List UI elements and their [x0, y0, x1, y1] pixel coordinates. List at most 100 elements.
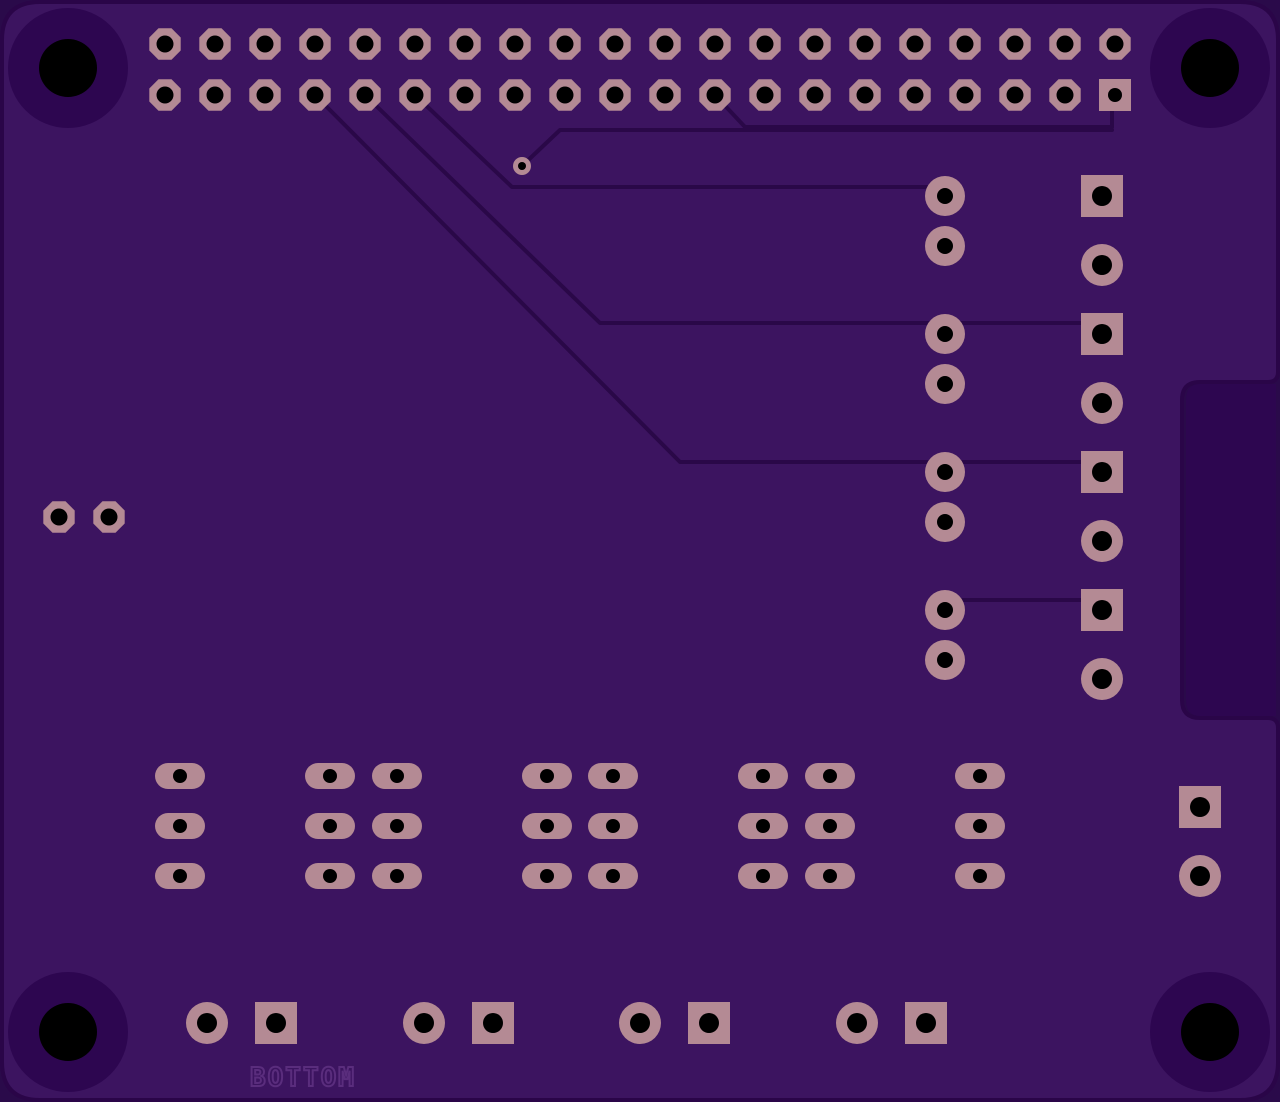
header-pin-bottom-3-drill — [256, 86, 274, 104]
mounting-holes — [8, 8, 1270, 1092]
terminal-b-pad-square-7-drill — [1092, 600, 1112, 620]
terminal-a-pad-8-drill — [937, 652, 953, 668]
oval-pad-c4-r2-drill — [540, 819, 554, 833]
header-pin-top-18-drill — [1006, 35, 1024, 53]
trace-gpio-a — [313, 93, 947, 464]
header-pin-bottom-17-drill — [956, 86, 974, 104]
bottom-connector-4-pad-square-drill — [916, 1013, 936, 1033]
header-pin-top-13-drill — [756, 35, 774, 53]
header-pin-top-15-drill — [856, 35, 874, 53]
mounting-hole-top-right — [1181, 39, 1239, 97]
oval-pad-c8-r2-drill — [973, 819, 987, 833]
layer-label: BOTTOM — [250, 1063, 356, 1093]
terminal-a-pad-2-drill — [937, 238, 953, 254]
header-pin-bottom-18-drill — [1006, 86, 1024, 104]
copper-traces — [313, 93, 1114, 602]
header-pin-top-17-drill — [956, 35, 974, 53]
mounting-hole-top-left — [39, 39, 97, 97]
terminal-b-pad-2-drill — [1092, 255, 1112, 275]
terminal-b-pad-square-1-drill — [1092, 186, 1112, 206]
header-pin-bottom-13-drill — [756, 86, 774, 104]
oval-pad-c1-r2-drill — [173, 819, 187, 833]
header-pin-top-12-drill — [706, 35, 724, 53]
oval-pad-c8-r3-drill — [973, 869, 987, 883]
terminal-b-pad-6-drill — [1092, 531, 1112, 551]
header-pin-top-4-drill — [306, 35, 324, 53]
header-pin-bottom-12-drill — [706, 86, 724, 104]
left-jumper-pad-1-drill — [50, 508, 68, 526]
header-pin-bottom-9-drill — [556, 86, 574, 104]
bottom-connector-3-pad-round-drill — [630, 1013, 650, 1033]
board-cutout-region — [1186, 384, 1276, 716]
oval-pad-c5-r3-drill — [606, 869, 620, 883]
header-pin-top-20-drill — [1106, 35, 1124, 53]
header-pin-bottom-6-drill — [406, 86, 424, 104]
terminal-a-pad-7-drill — [937, 602, 953, 618]
trace-gpio-c — [413, 93, 947, 189]
terminal-b-pad-square-3-drill — [1092, 324, 1112, 344]
header-pin-top-9-drill — [556, 35, 574, 53]
header-pin-top-11-drill — [656, 35, 674, 53]
header-pin-bottom-15-drill — [856, 86, 874, 104]
oval-pad-c6-r3-drill — [756, 869, 770, 883]
bottom-connector-2-pad-square-drill — [483, 1013, 503, 1033]
header-pin-top-3-drill — [256, 35, 274, 53]
oval-pad-c3-r2-drill — [390, 819, 404, 833]
header-pin-bottom-8-drill — [506, 86, 524, 104]
header-pin-top-19-drill — [1056, 35, 1074, 53]
via — [513, 157, 531, 175]
header-pin-top-8-drill — [506, 35, 524, 53]
mounting-hole-bottom-right — [1181, 1003, 1239, 1061]
copper-pads — [43, 28, 1221, 1044]
header-pin-bottom-5-drill — [356, 86, 374, 104]
header-pin-top-14-drill — [806, 35, 824, 53]
terminal-b-pad-square-5-drill — [1092, 462, 1112, 482]
left-jumper-pad-2-drill — [100, 508, 118, 526]
header-pin-top-10-drill — [606, 35, 624, 53]
terminal-a-pad-5-drill — [937, 464, 953, 480]
oval-pad-c3-r1-drill — [390, 769, 404, 783]
oval-pad-c7-r1-drill — [823, 769, 837, 783]
terminal-a-pad-1-drill — [937, 188, 953, 204]
header-pin-top-5-drill — [356, 35, 374, 53]
terminal-a-pad-3-drill — [937, 326, 953, 342]
header-pin-bottom-14-drill — [806, 86, 824, 104]
mounting-hole-bottom-left — [39, 1003, 97, 1061]
oval-pad-c2-r3-drill — [323, 869, 337, 883]
header-pin-top-7-drill — [456, 35, 474, 53]
oval-pad-c7-r3-drill — [823, 869, 837, 883]
oval-pad-c2-r1-drill — [323, 769, 337, 783]
header-pin-bottom-7-drill — [456, 86, 474, 104]
terminal-b-pad-4-drill — [1092, 393, 1112, 413]
trace-via — [520, 128, 1114, 168]
header-pin-top-1-drill — [156, 35, 174, 53]
header-pin-1-square-drill — [1108, 88, 1122, 102]
bottom-connector-1-pad-square-drill — [266, 1013, 286, 1033]
bottom-connector-4-pad-round-drill — [847, 1013, 867, 1033]
header-pin-top-16-drill — [906, 35, 924, 53]
terminal-b-pad-8-drill — [1092, 669, 1112, 689]
oval-pad-c4-r3-drill — [540, 869, 554, 883]
oval-pad-c6-r2-drill — [756, 819, 770, 833]
header-pin-top-6-drill — [406, 35, 424, 53]
bottom-connector-2-pad-round-drill — [414, 1013, 434, 1033]
oval-pad-c5-r1-drill — [606, 769, 620, 783]
oval-pad-c3-r3-drill — [390, 869, 404, 883]
bottom-connector-1-pad-round-drill — [197, 1013, 217, 1033]
header-pin-top-2-drill — [206, 35, 224, 53]
oval-pad-c7-r2-drill — [823, 819, 837, 833]
trace-gpio-b — [363, 93, 947, 325]
right-connector-pad-2-drill — [1190, 866, 1210, 886]
header-pin-bottom-2-drill — [206, 86, 224, 104]
header-pin-bottom-10-drill — [606, 86, 624, 104]
terminal-a-pad-6-drill — [937, 514, 953, 530]
header-pin-bottom-4-drill — [306, 86, 324, 104]
oval-pad-c2-r2-drill — [323, 819, 337, 833]
right-connector-pad-1-drill — [1190, 797, 1210, 817]
header-pin-bottom-1-drill — [156, 86, 174, 104]
oval-pad-c8-r1-drill — [973, 769, 987, 783]
oval-pad-c1-r1-drill — [173, 769, 187, 783]
header-pin-bottom-16-drill — [906, 86, 924, 104]
oval-pad-c5-r2-drill — [606, 819, 620, 833]
